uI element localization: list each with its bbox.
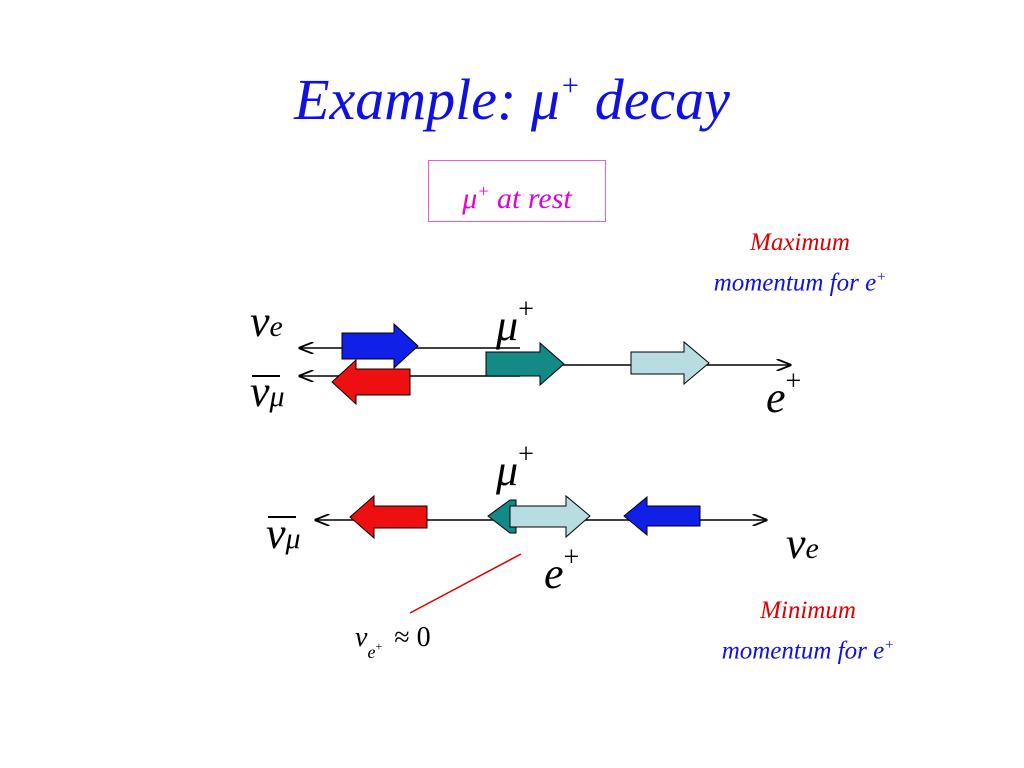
velocity-pointer-line (409, 553, 522, 614)
bottom-mu-plus-label: μ+ (496, 439, 534, 495)
bottom-e-plus-label: e+ (544, 542, 580, 598)
at-rest-box: μ+ at rest (428, 160, 606, 222)
bottom-nu-e-label: νe (786, 519, 819, 568)
velocity-note: ve+≈ 0 (355, 622, 431, 662)
bottom-nu-mu-arrow (349, 494, 428, 540)
page-title: Example: μ+ decay (294, 67, 730, 132)
bottom-nu-mu-bar-label: νμ (266, 509, 301, 558)
top-mu-plus-label: μ+ (496, 294, 534, 350)
title-mu-symbol: μ (530, 67, 560, 132)
top-nu-e-label: νe (250, 297, 283, 346)
top-nu-mu-arrow (331, 358, 411, 406)
top-positron-arrow (630, 340, 710, 386)
top-nu-mu-bar-label: νμ (250, 367, 285, 416)
min-momentum-note: Minimum momentum for e+ (721, 597, 895, 665)
top-muon-arrow (485, 341, 565, 387)
max-momentum-note: Maximum momentum for e+ (713, 229, 887, 297)
bottom-nu-e-arrow (623, 495, 701, 537)
top-e-plus-label: e+ (766, 366, 802, 422)
bottom-positron-arrow (509, 494, 591, 539)
top-nu-e-arrow (341, 322, 419, 370)
